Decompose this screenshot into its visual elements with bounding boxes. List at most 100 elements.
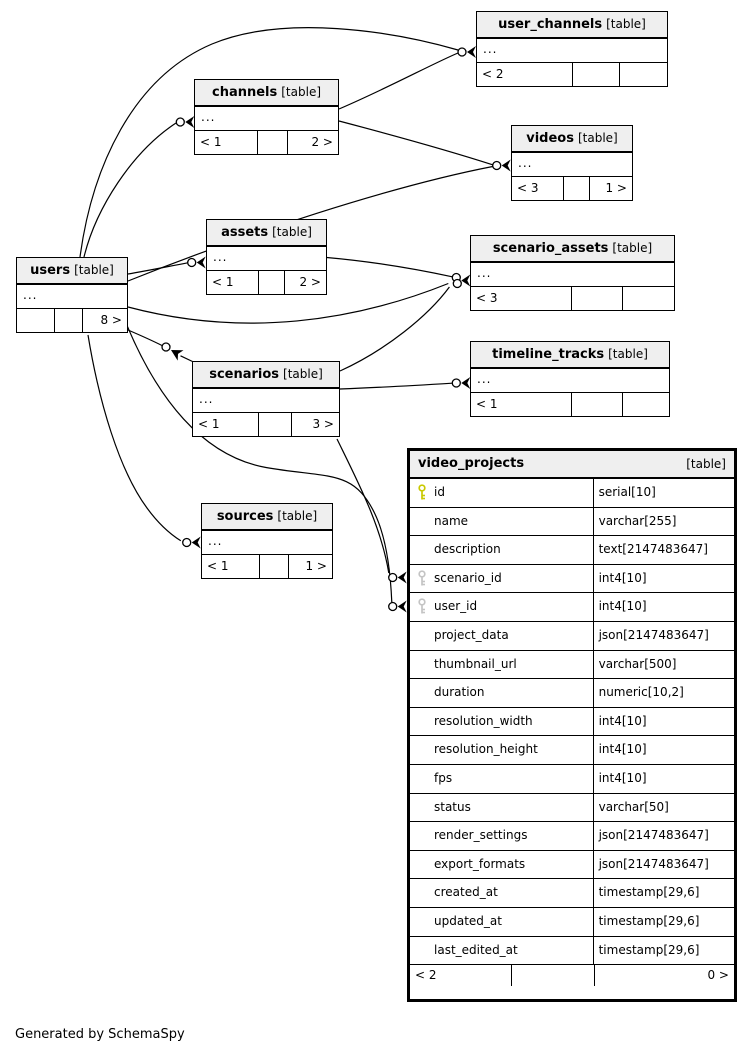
column-row-last_edited_at: last_edited_at timestamp[29,6] bbox=[410, 936, 734, 966]
table-users[interactable]: users[table] ... 8 > bbox=[16, 257, 128, 333]
table-user-channels[interactable]: user_channels[table] ... < 2 bbox=[476, 11, 668, 87]
cardinality-circle-icon bbox=[388, 572, 398, 583]
column-type: int4[10] bbox=[598, 770, 647, 785]
table-sources[interactable]: sources[table] ... < 1 1 > bbox=[201, 503, 333, 579]
crowsfoot-arrow-icon bbox=[467, 46, 476, 58]
table-tag: [table] bbox=[606, 17, 646, 31]
table-timeline-tracks[interactable]: timeline_tracks[table] ... < 1 bbox=[470, 341, 670, 417]
cardinality-circle-icon bbox=[187, 257, 197, 268]
child-count: 8 > bbox=[82, 309, 127, 332]
table-footer: < 1 2 > bbox=[207, 270, 326, 294]
table-name: videos bbox=[526, 131, 574, 146]
column-type: json[2147483647] bbox=[598, 627, 709, 642]
table-name: timeline_tracks bbox=[492, 347, 605, 362]
cardinality-circle-icon bbox=[457, 47, 467, 57]
table-footer: < 1 2 > bbox=[195, 130, 338, 154]
edge-scenarios-timeline-tracks bbox=[339, 382, 453, 390]
footer-spacer bbox=[571, 287, 622, 310]
table-assets[interactable]: assets[table] ... < 1 2 > bbox=[206, 219, 327, 295]
crowsfoot-arrow-icon bbox=[397, 600, 407, 613]
table-tag: [table] bbox=[74, 263, 114, 277]
child-count: 0 > bbox=[594, 965, 734, 987]
footer-spacer bbox=[511, 965, 594, 987]
footer-spacer bbox=[54, 309, 82, 332]
table-tag: [table] bbox=[608, 347, 648, 361]
column-name: render_settings bbox=[410, 822, 594, 850]
child-count: 2 > bbox=[284, 271, 326, 294]
cardinality-circle-icon bbox=[452, 278, 462, 289]
table-header: sources[table] bbox=[202, 504, 332, 531]
column-name: name bbox=[410, 507, 594, 536]
edge-users-scenarios-tail bbox=[180, 355, 193, 363]
crowsfoot-arrow-icon bbox=[397, 571, 407, 584]
parent-count: < 1 bbox=[198, 417, 220, 431]
column-type: timestamp[29,6] bbox=[598, 913, 700, 928]
collapsed-columns: ... bbox=[477, 372, 492, 386]
edge-assets-scenario-assets bbox=[326, 256, 453, 278]
table-tag: [table] bbox=[281, 85, 322, 99]
cardinality-circle-icon bbox=[388, 601, 398, 612]
column-row-name: name varchar[255] bbox=[410, 507, 734, 537]
column-type: int4[10] bbox=[598, 599, 647, 614]
parent-count: < 1 bbox=[207, 559, 229, 573]
table-name: user_channels bbox=[498, 17, 603, 32]
column-name: project_data bbox=[410, 621, 594, 650]
footer-spacer bbox=[257, 131, 287, 154]
table-header: video_projects [table] bbox=[410, 451, 734, 479]
cardinality-endpoints bbox=[161, 46, 511, 613]
column-name: status bbox=[410, 793, 594, 822]
child-count bbox=[619, 63, 667, 86]
column-name: export_formats bbox=[410, 850, 594, 879]
footer-spacer bbox=[258, 413, 291, 436]
parent-count: < 3 bbox=[517, 181, 539, 195]
column-row-user_id: user_id int4[10] bbox=[410, 593, 734, 622]
endpoint-channels bbox=[175, 116, 195, 128]
column-type: varchar[255] bbox=[598, 513, 677, 528]
endpoint-timeline-tracks bbox=[451, 377, 471, 389]
column-name: description bbox=[410, 536, 594, 564]
table-scenario-assets[interactable]: scenario_assets[table] ... < 3 bbox=[470, 235, 675, 311]
crowsfoot-arrow-icon bbox=[171, 350, 184, 361]
crowsfoot-arrow-icon bbox=[461, 274, 471, 287]
collapsed-columns: ... bbox=[518, 156, 533, 170]
table-header: assets[table] bbox=[207, 220, 326, 247]
column-name: user_id bbox=[410, 593, 594, 621]
parent-count: < 2 bbox=[482, 67, 504, 81]
table-videos[interactable]: videos[table] ... < 3 1 > bbox=[511, 125, 633, 201]
generator-caption: Generated by SchemaSpy bbox=[15, 1027, 185, 1042]
table-header: scenario_assets[table] bbox=[471, 236, 674, 263]
column-name: last_edited_at bbox=[410, 936, 594, 965]
column-type: numeric[10,2] bbox=[598, 685, 684, 700]
parent-count: < 1 bbox=[476, 397, 498, 411]
table-header: scenarios[table] bbox=[193, 362, 339, 389]
table-footer: < 3 bbox=[471, 286, 674, 310]
foreign-key-icon bbox=[418, 598, 426, 614]
parent-count: < 3 bbox=[476, 291, 498, 305]
collapsed-columns: ... bbox=[477, 266, 492, 280]
collapsed-columns: ... bbox=[213, 250, 228, 264]
table-name: video_projects bbox=[418, 456, 525, 471]
column-name: resolution_width bbox=[410, 707, 594, 736]
collapsed-columns: ... bbox=[208, 534, 223, 548]
table-scenarios[interactable]: scenarios[table] ... < 1 3 > bbox=[192, 361, 340, 437]
table-channels[interactable]: channels[table] ... < 1 2 > bbox=[194, 79, 339, 155]
edge-users-channels bbox=[83, 122, 177, 258]
column-type: timestamp[29,6] bbox=[598, 942, 700, 957]
table-tag: [table] bbox=[686, 457, 726, 471]
table-footer: < 2 bbox=[477, 62, 667, 86]
table-name: assets bbox=[221, 225, 269, 240]
edge-channels-videos bbox=[338, 120, 493, 166]
foreign-key-icon bbox=[418, 570, 426, 586]
edge-users-user-channels bbox=[79, 27, 459, 258]
table-name: channels bbox=[211, 85, 278, 100]
cardinality-circle-icon bbox=[175, 117, 185, 127]
table-tag: [table] bbox=[272, 225, 312, 239]
